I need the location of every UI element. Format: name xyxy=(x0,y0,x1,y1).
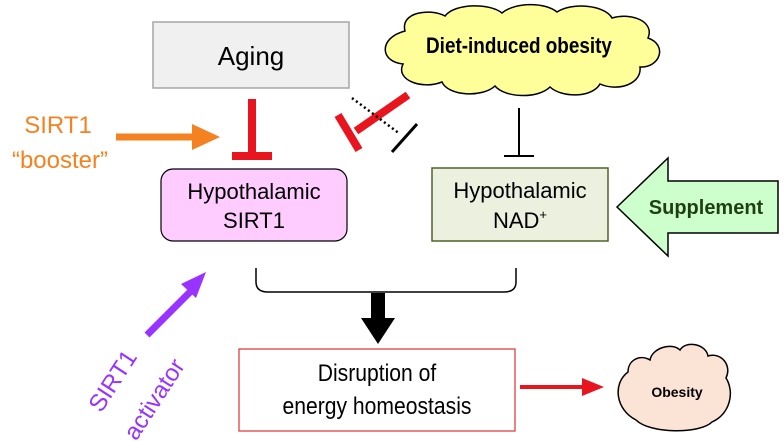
obesity-shape xyxy=(617,343,732,432)
booster-arrow-head xyxy=(192,124,220,150)
dotted-inhibit-line xyxy=(351,97,401,135)
sirt1-node: Hypothalamic SIRT1 xyxy=(160,168,348,242)
supplement-arrow: Supplement xyxy=(615,156,779,258)
supplement-arrow-shape xyxy=(615,156,779,258)
dotted-inhibit-bar xyxy=(390,123,419,153)
aging-inhibits-sirt1 xyxy=(232,99,272,160)
activator-arrow-head xyxy=(181,272,206,298)
obesity-node: Obesity xyxy=(617,343,732,432)
dotted-inhibition xyxy=(351,97,419,153)
diet-obesity-label: Diet-induced obesity xyxy=(426,34,612,59)
down-arrow-head xyxy=(361,318,395,344)
disruption-label-line2: energy homeostasis xyxy=(283,393,472,420)
sirt1-label-line1: Hypothalamic xyxy=(187,179,320,204)
activator-arrow-shaft xyxy=(144,287,195,338)
nad-base: NAD xyxy=(493,208,539,233)
booster-label-line2: “booster” xyxy=(12,147,108,174)
obesity-label: Obesity xyxy=(651,384,703,400)
disruption-node: Disruption of energy homeostasis xyxy=(238,348,516,432)
diet-obesity-node: Diet-induced obesity xyxy=(384,3,661,97)
obesity-arrow-head xyxy=(582,378,604,396)
sirt1-activator: SIRT1 activator xyxy=(83,272,206,441)
supplement-label: Supplement xyxy=(649,197,764,219)
booster-label-line1: SIRT1 xyxy=(24,112,92,139)
obesity-inhibit-line xyxy=(353,91,411,135)
aging-node: Aging xyxy=(152,21,350,89)
aging-box xyxy=(152,21,350,89)
sirt1-box xyxy=(160,168,348,242)
to-obesity-arrow xyxy=(520,378,604,396)
aging-label: Aging xyxy=(218,41,285,71)
down-arrow xyxy=(361,293,395,344)
nad-superscript: + xyxy=(539,207,547,222)
nad-label-line2: NAD+ xyxy=(493,207,547,233)
nad-label-line1: Hypothalamic xyxy=(453,178,586,203)
sirt1-label-line2: SIRT1 xyxy=(223,208,285,233)
merge-brace xyxy=(255,268,517,293)
cloud-shape xyxy=(384,3,661,97)
obesity-inhibits-nad xyxy=(504,108,534,157)
disruption-label-line1: Disruption of xyxy=(318,360,437,387)
nad-box xyxy=(431,167,609,242)
obesity-inhibits-sirt1 xyxy=(334,91,411,153)
brace-line xyxy=(255,268,517,293)
disruption-box xyxy=(238,348,516,432)
sirt1-booster: SIRT1 “booster” xyxy=(12,112,220,174)
nad-node: Hypothalamic NAD+ xyxy=(431,167,609,242)
obesity-inhibit-bar xyxy=(334,112,363,153)
down-arrow-shaft xyxy=(371,293,385,321)
